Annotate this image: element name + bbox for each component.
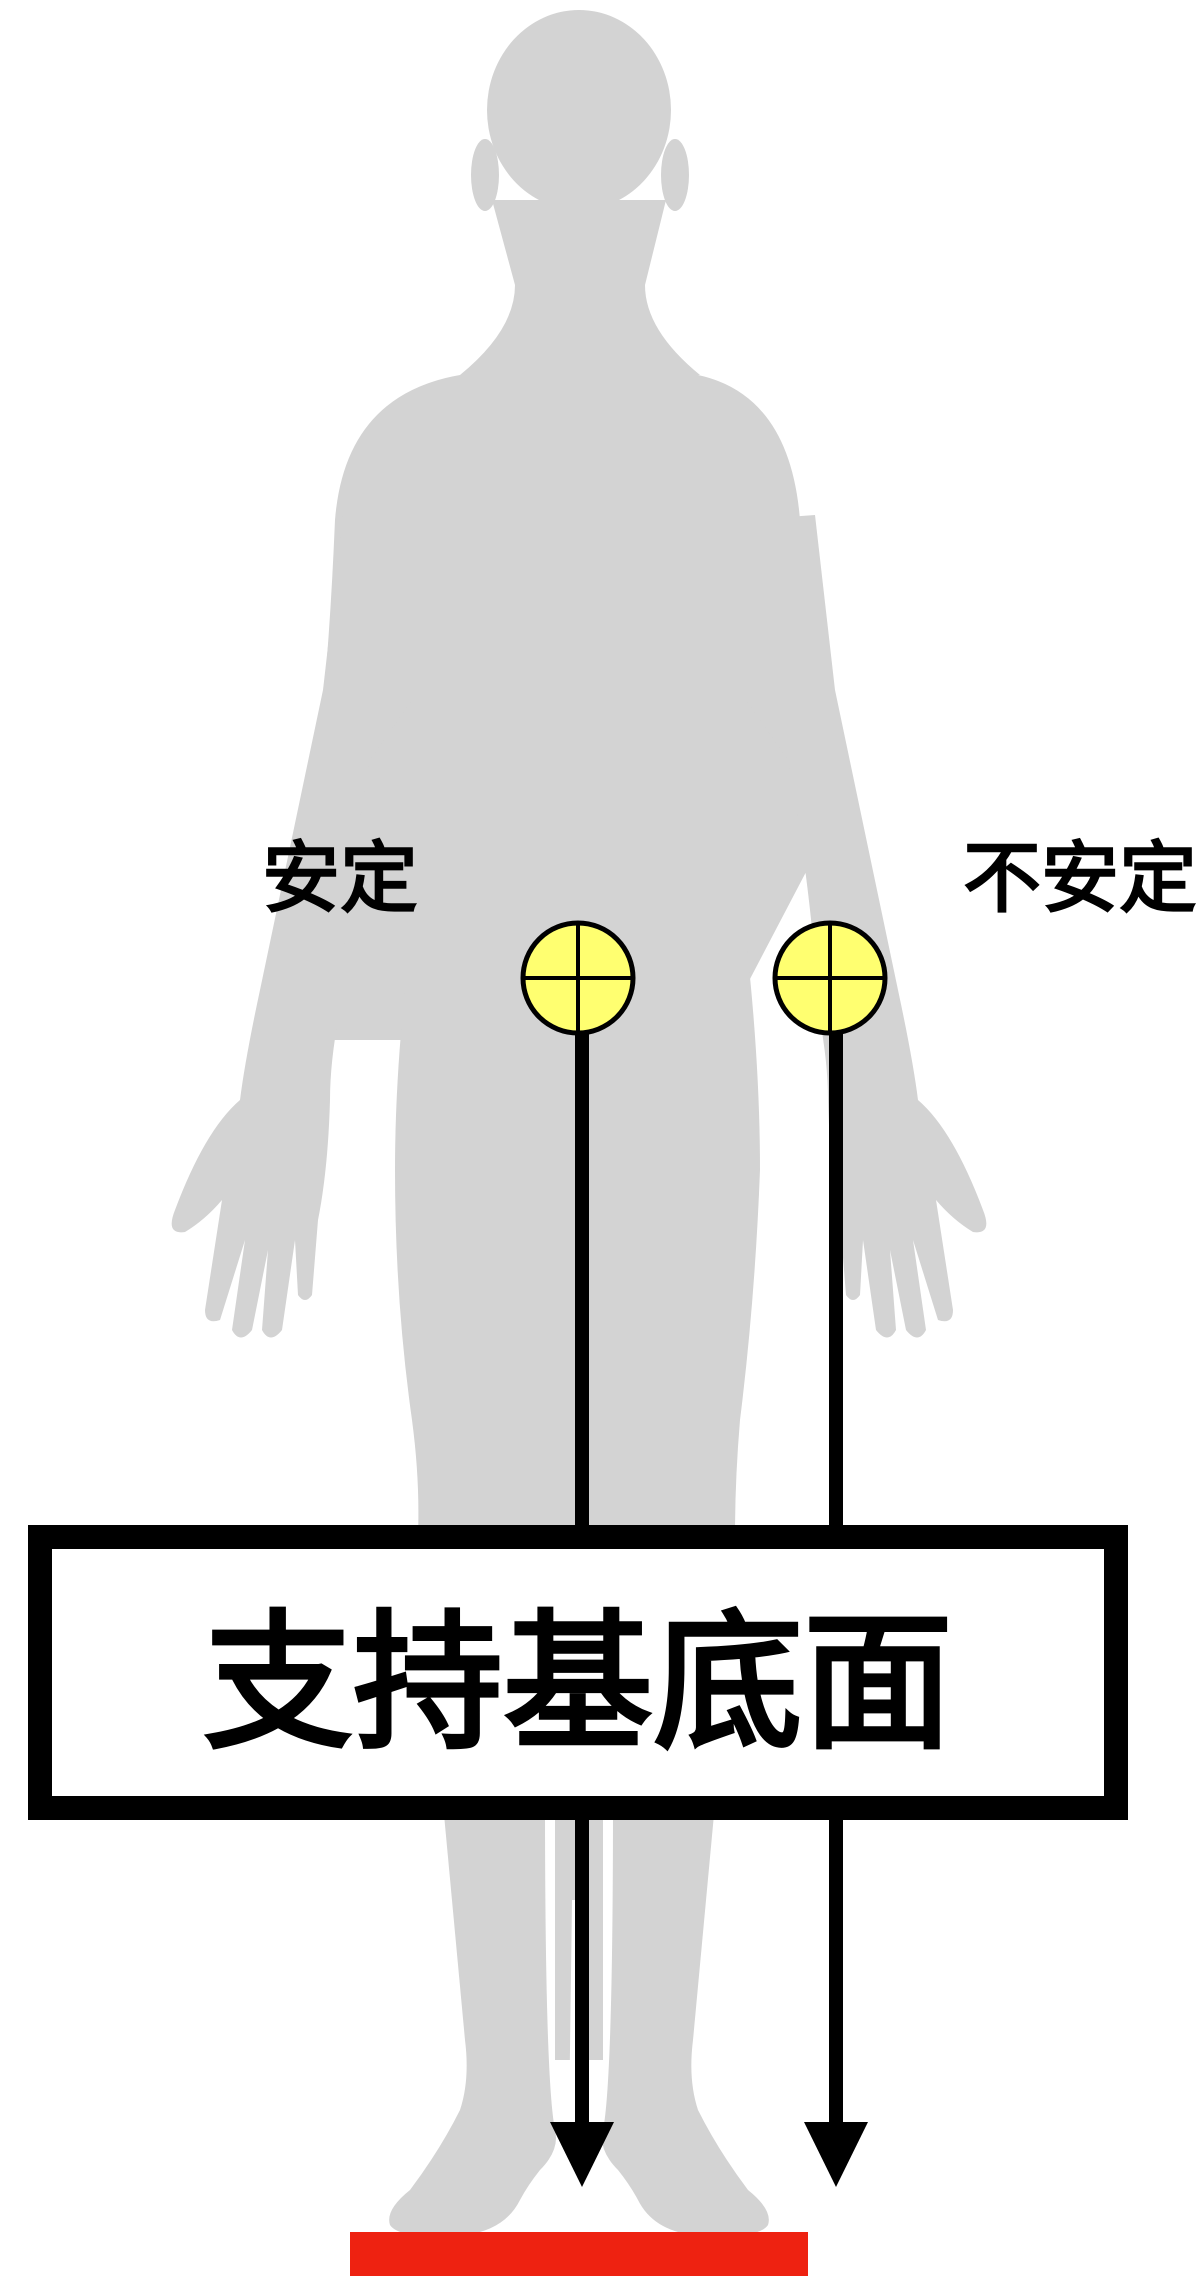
unstable-label: 不安定 (963, 834, 1197, 924)
unstable-arrow-head (804, 2122, 868, 2187)
base-of-support-inner (52, 1549, 1104, 1796)
base-bar (350, 2232, 808, 2276)
center-of-gravity-stable (520, 920, 636, 1036)
stable-label: 安定 (262, 834, 418, 924)
stable-arrow-head (550, 2122, 614, 2187)
silhouette-hand-left (171, 1100, 330, 1338)
silhouette-arm-left (240, 515, 412, 1100)
center-of-gravity-unstable (772, 920, 888, 1036)
silhouette-head (487, 10, 671, 210)
base-of-support-label: 支持基底面 (203, 1597, 953, 1771)
silhouette-ear-left (471, 139, 499, 211)
silhouette-neck (460, 200, 700, 375)
base-of-support-box: 支持基底面 (28, 1525, 1128, 1820)
silhouette-ear-right (661, 139, 689, 211)
silhouette-hand-right (828, 1100, 987, 1338)
